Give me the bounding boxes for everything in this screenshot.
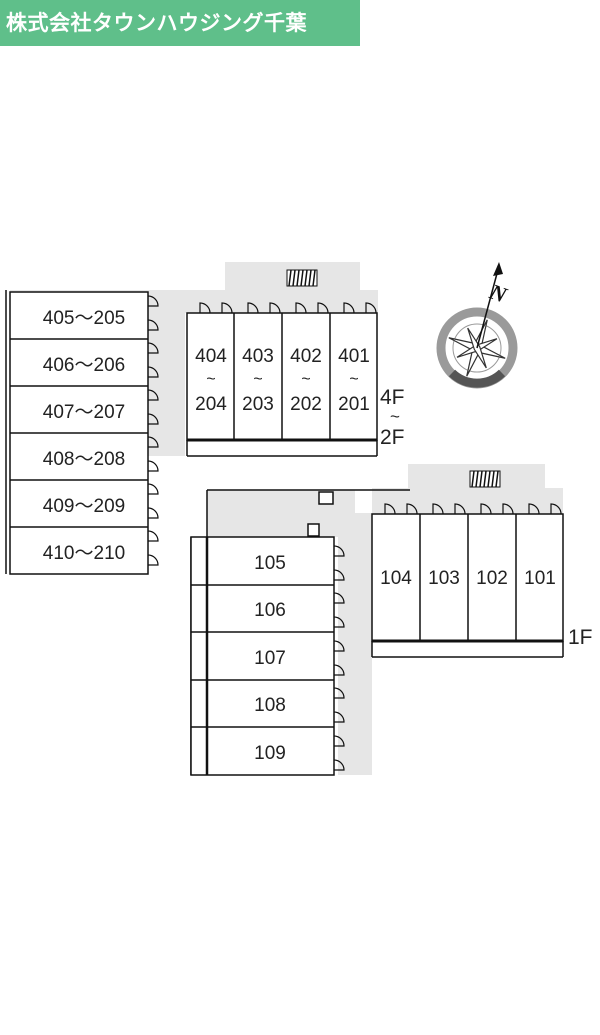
company-banner: 株式会社タウンハウジング千葉	[0, 0, 360, 46]
unit-label: 106	[254, 600, 286, 621]
unit-label: 101	[524, 568, 556, 589]
floor-label-2f: 2F	[380, 426, 405, 449]
post-marker	[318, 491, 334, 505]
upper-block-doors	[199, 302, 377, 314]
unit-label: 406～206	[43, 355, 125, 376]
unit-label: 407～207	[43, 402, 125, 423]
west-block-doors	[147, 295, 159, 566]
ground-left-block	[190, 536, 335, 776]
ground-left-doors	[333, 545, 345, 771]
unit-label: 107	[254, 648, 286, 669]
unit-label-bottom: 201	[338, 394, 370, 415]
upper-staircase-icon	[286, 269, 318, 287]
floor-label-tilde: ~	[390, 407, 400, 426]
unit-label: 103	[428, 568, 460, 589]
unit-label-tilde: ~	[349, 371, 358, 388]
unit-label-top: 404	[195, 346, 227, 367]
upper-block	[186, 312, 378, 457]
ground-right-doors	[384, 503, 562, 515]
ground-staircase-icon	[469, 470, 501, 488]
west-block	[5, 290, 149, 575]
floor-label-4f: 4F	[380, 386, 405, 409]
unit-label: 405～205	[43, 308, 125, 329]
unit-label-bottom: 203	[242, 394, 274, 415]
unit-label: 104	[380, 568, 412, 589]
unit-label-tilde: ~	[206, 371, 215, 388]
unit-label: 408～208	[43, 449, 125, 470]
unit-label-top: 401	[338, 346, 370, 367]
unit-label: 410～210	[43, 543, 125, 564]
unit-label: 102	[476, 568, 508, 589]
unit-label-bottom: 204	[195, 394, 227, 415]
floor-label-1f: 1F	[568, 626, 593, 649]
post-marker	[307, 523, 320, 537]
unit-label-tilde: ~	[253, 371, 262, 388]
ground-right-block	[371, 513, 564, 658]
unit-label-top: 402	[290, 346, 322, 367]
ground-corridor	[207, 464, 563, 775]
unit-label: 109	[254, 743, 286, 764]
unit-label-top: 403	[242, 346, 274, 367]
unit-label: 108	[254, 695, 286, 716]
unit-label-bottom: 202	[290, 394, 322, 415]
unit-label: 105	[254, 553, 286, 574]
unit-label-tilde: ~	[301, 371, 310, 388]
unit-label: 409～209	[43, 496, 125, 517]
compass-icon: N	[436, 262, 518, 389]
